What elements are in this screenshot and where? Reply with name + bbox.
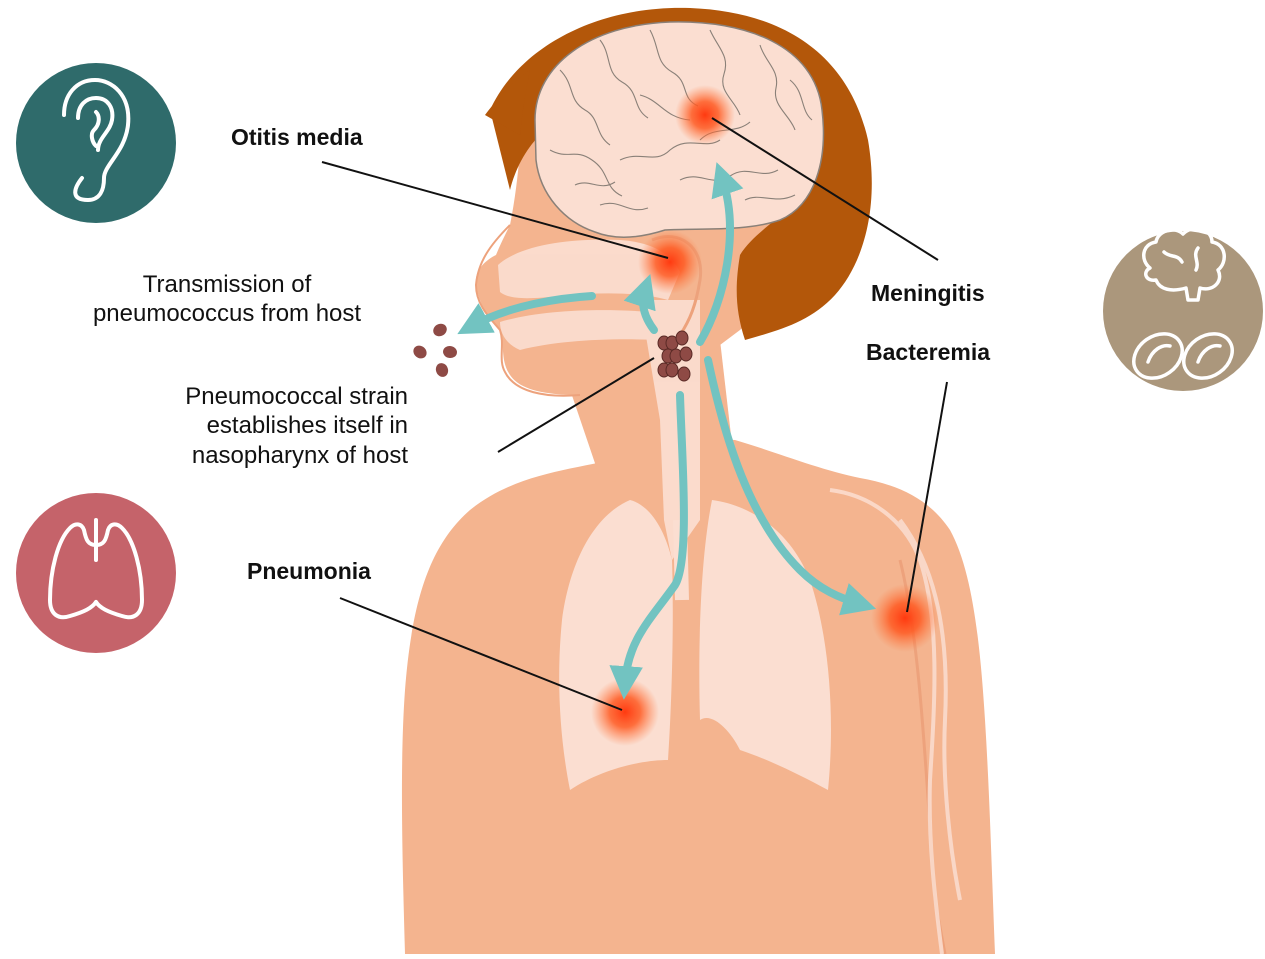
meningitis-site xyxy=(675,85,735,145)
brain-bacteria-icon xyxy=(1103,228,1263,391)
bacteria-cluster xyxy=(658,331,692,381)
label-nasopharynx-establishment: Pneumococcal strain establishes itself i… xyxy=(108,382,408,470)
transmission-line-2: pneumococcus from host xyxy=(62,299,392,328)
establish-line-3: nasopharynx of host xyxy=(108,441,408,470)
otitis-site xyxy=(638,230,702,294)
expelled-bacteria xyxy=(411,321,458,378)
label-pneumonia: Pneumonia xyxy=(247,557,371,585)
label-bacteremia: Bacteremia xyxy=(866,338,990,366)
transmission-line-1: Transmission of xyxy=(62,270,392,299)
label-otitis-media: Otitis media xyxy=(231,123,363,151)
establish-line-1: Pneumococcal strain xyxy=(108,382,408,411)
ear-icon xyxy=(16,63,176,223)
pneumonia-site xyxy=(591,678,659,746)
lungs-icon xyxy=(16,493,176,653)
establish-line-2: establishes itself in xyxy=(108,411,408,440)
bacteremia-site xyxy=(871,584,939,652)
label-transmission: Transmission of pneumococcus from host xyxy=(62,270,392,329)
label-meningitis: Meningitis xyxy=(871,279,985,307)
